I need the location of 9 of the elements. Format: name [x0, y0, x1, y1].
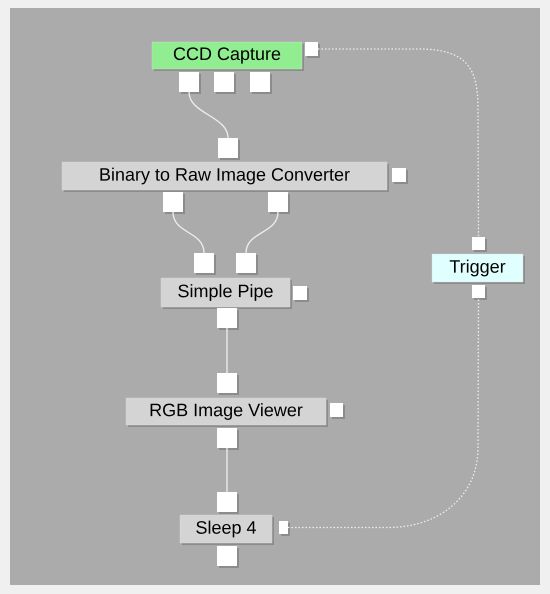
connector-line: [226, 448, 228, 492]
connector-line: [245, 212, 279, 254]
connector-line: [172, 212, 205, 254]
process-box: RGB Image Viewer: [126, 398, 328, 427]
connector-line: [188, 92, 229, 138]
process-box: CCD Capture: [152, 42, 304, 71]
connector-line: [288, 298, 480, 528]
connector-line: [226, 328, 228, 373]
connector-line: [318, 48, 480, 237]
